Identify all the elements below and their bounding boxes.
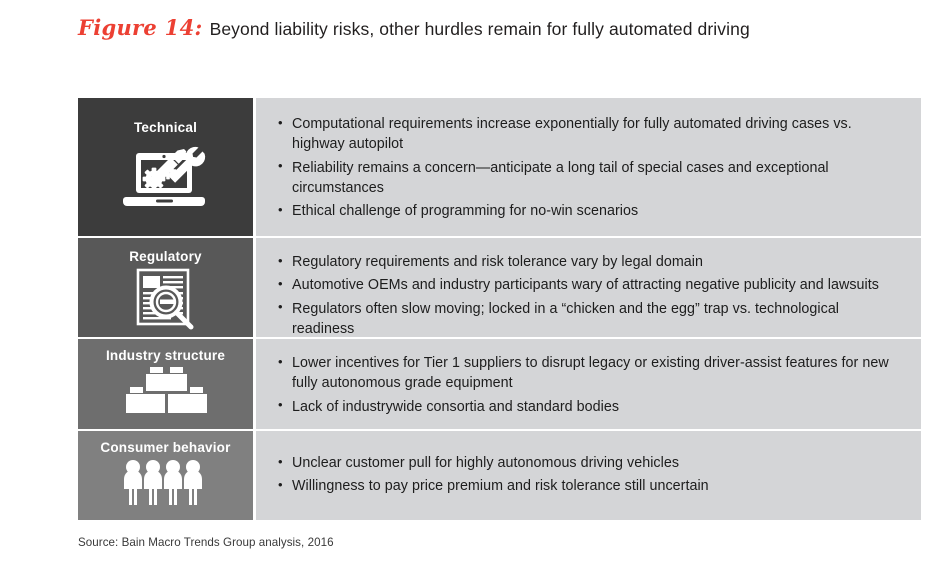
- category-panel-industry-structure: Industry structure: [78, 339, 253, 429]
- hurdles-matrix: Technical: [78, 98, 921, 520]
- row-content-regulatory: Regulatory requirements and risk toleran…: [253, 238, 921, 337]
- figure-title-text: Beyond liability risks, other hurdles re…: [209, 19, 750, 39]
- bullet-list: Computational requirements increase expo…: [278, 114, 899, 224]
- table-row: Technical: [78, 98, 921, 238]
- people-group-icon: [120, 459, 212, 512]
- figure-number-label: Figure 14:: [78, 15, 203, 40]
- category-panel-consumer-behavior: Consumer behavior: [78, 431, 253, 520]
- row-content-industry-structure: Lower incentives for Tier 1 suppliers to…: [253, 339, 921, 429]
- list-item: Lower incentives for Tier 1 suppliers to…: [278, 353, 899, 394]
- list-item: Ethical challenge of programming for no-…: [278, 201, 899, 221]
- row-content-consumer-behavior: Unclear customer pull for highly autonom…: [253, 431, 921, 520]
- document-magnifier-icon: [129, 268, 203, 335]
- list-item: Regulatory requirements and risk toleran…: [278, 251, 899, 272]
- category-label: Consumer behavior: [100, 440, 231, 455]
- source-note: Source: Bain Macro Trends Group analysis…: [78, 536, 334, 549]
- category-label: Technical: [133, 120, 198, 135]
- list-item: Willingness to pay price premium and ris…: [278, 476, 899, 496]
- list-item: Unclear customer pull for highly autonom…: [278, 452, 899, 473]
- category-label: Regulatory: [129, 249, 202, 264]
- list-item: Automotive OEMs and industry participant…: [278, 275, 899, 295]
- list-item: Lack of industrywide consortia and stand…: [278, 396, 899, 417]
- bullet-list: Regulatory requirements and risk toleran…: [278, 251, 899, 342]
- list-item: Computational requirements increase expo…: [278, 114, 899, 155]
- table-row: Industry structure: [78, 339, 921, 431]
- list-item: Reliability remains a concern—anticipate…: [278, 157, 899, 199]
- list-item: Regulators often slow moving; locked in …: [278, 298, 899, 340]
- laptop-gears-tools-icon: [118, 141, 214, 220]
- table-row: Regulatory: [78, 238, 921, 339]
- table-row: Consumer behavior: [78, 431, 921, 520]
- category-panel-technical: Technical: [78, 98, 253, 236]
- stacked-bricks-icon: [117, 365, 215, 422]
- bullet-list: Lower incentives for Tier 1 suppliers to…: [278, 353, 899, 420]
- category-panel-regulatory: Regulatory: [78, 238, 253, 337]
- figure-heading: Figure 14: Beyond liability risks, other …: [78, 15, 928, 51]
- row-content-technical: Computational requirements increase expo…: [253, 98, 921, 236]
- category-label: Industry structure: [105, 348, 226, 363]
- bullet-list: Unclear customer pull for highly autonom…: [278, 452, 899, 500]
